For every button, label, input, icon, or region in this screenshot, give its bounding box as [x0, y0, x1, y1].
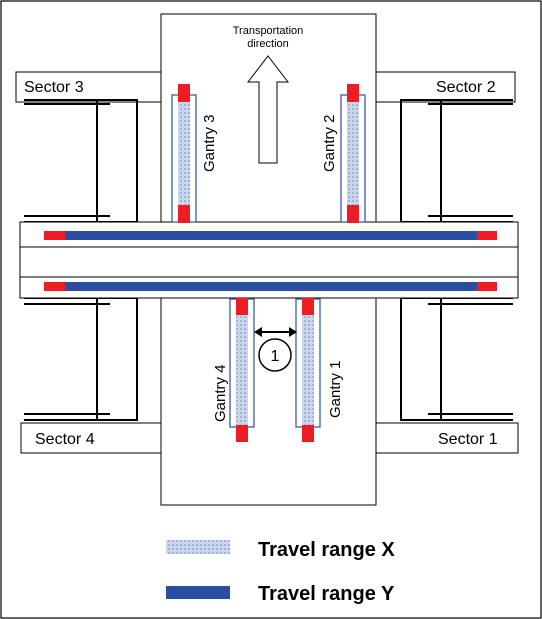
legend-swatch-y: [166, 586, 230, 599]
rail-y-top-end-left: [44, 231, 65, 240]
gantry-4-label: Gantry 4: [212, 364, 229, 422]
direction-label-line2: direction: [247, 38, 289, 50]
legend-label-y: Travel range Y: [258, 583, 395, 605]
rail-y-bottom-end-left: [44, 282, 65, 291]
gantry-2: [341, 84, 365, 223]
gantry-1-label: Gantry 1: [327, 360, 344, 418]
sector-2-label: Sector 2: [436, 79, 496, 96]
sector-4-label: Sector 4: [35, 431, 95, 448]
rail-y-bottom: [44, 282, 497, 291]
marker-label: 1: [271, 348, 280, 365]
gantry-3: [172, 84, 196, 223]
legend-swatch-x: [166, 540, 230, 554]
gantry-3-label: Gantry 3: [201, 114, 218, 172]
direction-label-line1: Transportation: [233, 25, 304, 37]
rail-y-top: [44, 231, 497, 240]
gantry-4: [230, 298, 254, 442]
rail-y-top-end-right: [477, 231, 497, 240]
gantry-1: [296, 298, 320, 442]
sector-3-label: Sector 3: [24, 79, 84, 96]
gantry-2-label: Gantry 2: [321, 114, 338, 172]
legend-label-x: Travel range X: [258, 539, 395, 561]
sector-1-label: Sector 1: [438, 431, 498, 448]
rail-y-bottom-end-right: [477, 282, 497, 291]
